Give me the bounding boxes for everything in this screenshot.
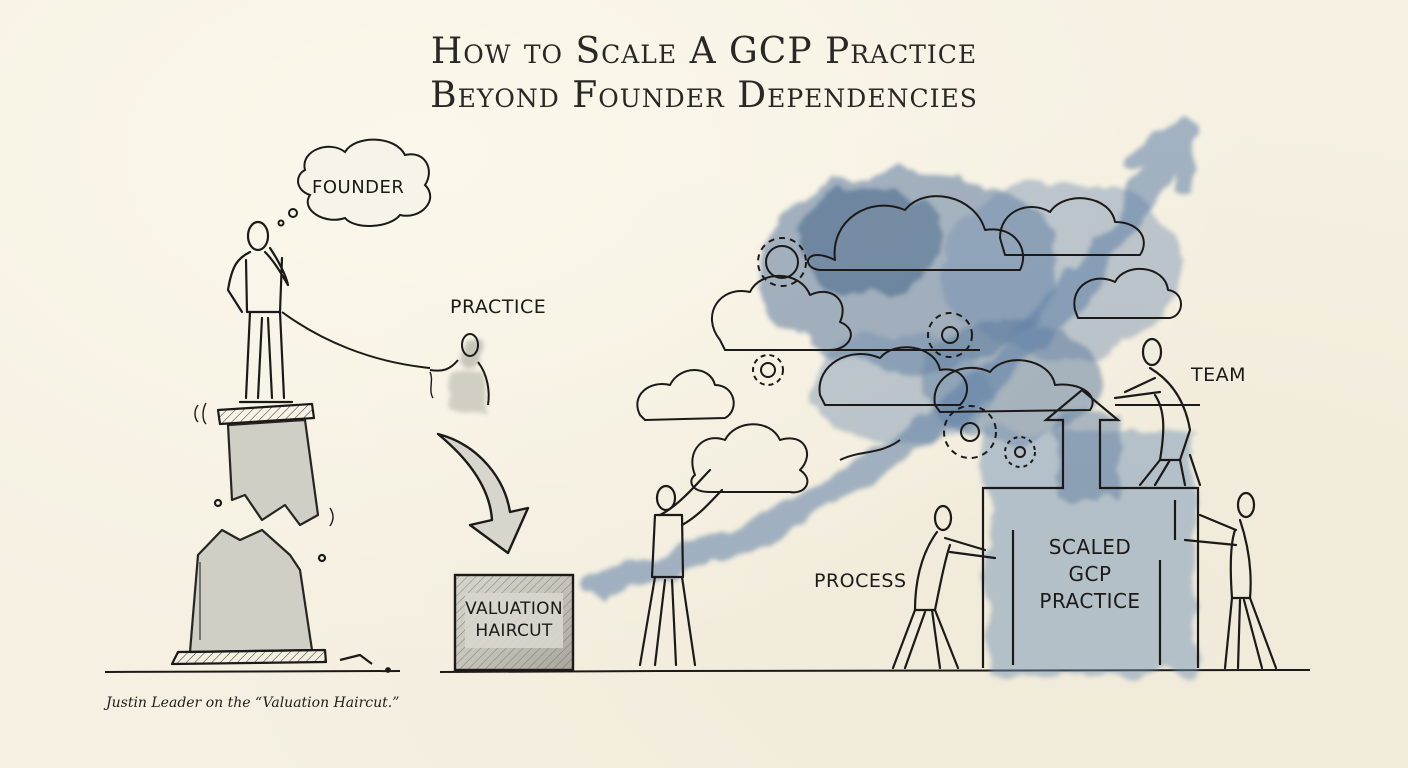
cloud-icon	[690, 423, 809, 494]
team-label: TEAM	[1191, 364, 1247, 386]
gear-icon	[927, 312, 973, 358]
founder-figure	[226, 220, 294, 404]
cloud-icon	[999, 197, 1145, 256]
valuation-haircut-label: VALUATION HAIRCUT	[455, 598, 573, 642]
curved-down-arrow-icon	[436, 432, 530, 555]
team-figure-top	[1113, 337, 1202, 487]
practice-label: PRACTICE	[450, 296, 547, 318]
title-line-1: How to Scale A GCP Practice	[430, 31, 978, 72]
practice-figure	[450, 344, 492, 412]
scaled-practice-label: SCALED GCP PRACTICE	[1020, 534, 1160, 615]
cloud-icon	[818, 346, 969, 406]
crumbling-pedestal	[170, 402, 391, 673]
gear-icon	[943, 405, 997, 459]
title-line-2: Beyond Founder Dependencies	[430, 75, 978, 116]
rope	[281, 311, 431, 369]
process-label: PROCESS	[814, 570, 907, 592]
cloud-icon	[1073, 267, 1182, 319]
scaled-practice-block	[981, 388, 1200, 668]
founder-bubble-label: FOUNDER	[312, 177, 405, 198]
cloud-cluster	[636, 195, 1200, 494]
gear-icon	[752, 354, 784, 386]
practice-figure-outline	[429, 333, 490, 406]
caption: Justin Leader on the “Valuation Haircut.…	[106, 695, 400, 711]
valuation-haircut-line-2: HAIRCUT	[475, 621, 553, 641]
valuation-haircut-line-1: VALUATION	[465, 599, 563, 619]
thought-bubble	[277, 138, 432, 227]
page-title: How to Scale A GCP Practice Beyond Found…	[0, 30, 1408, 118]
gear-icon	[757, 237, 807, 287]
team-figure-reaching	[638, 468, 724, 667]
scaled-practice-line-2: GCP	[1068, 562, 1112, 586]
team-figure-pushing-left	[891, 504, 997, 670]
scaled-practice-line-3: PRACTICE	[1039, 589, 1141, 613]
scaled-practice-line-1: SCALED	[1048, 535, 1132, 559]
cloud-icon	[933, 359, 1094, 413]
gear-icon	[1004, 436, 1036, 468]
cloud-icon	[710, 274, 852, 351]
valuation-haircut-box	[453, 573, 575, 672]
team-figure-pushing-right	[1183, 491, 1278, 670]
cloud-icon	[807, 195, 1025, 271]
cloud-icon	[636, 369, 735, 421]
